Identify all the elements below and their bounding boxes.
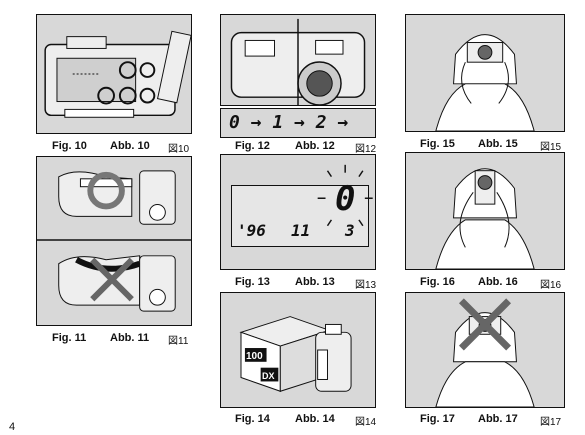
fig13-label: Fig. 13 — [235, 276, 270, 288]
dx-code-label: DX — [262, 371, 275, 381]
lcd-year: '96 — [237, 221, 266, 240]
fig14-kanji: 図14 — [355, 417, 377, 428]
abb16-label: Abb. 16 — [478, 276, 518, 288]
fig10-caption: Fig. 10 — [52, 140, 87, 152]
fig10-label: Fig. 10 — [52, 140, 87, 152]
person-holding-camera-horizontal — [435, 34, 535, 131]
lcd-month: 11 — [291, 221, 311, 240]
fig12-kanji: 図12 — [355, 144, 377, 155]
abb14-label: Abb. 14 — [295, 413, 335, 425]
fig17-illustration — [405, 292, 565, 408]
fig14-label: Fig. 14 — [235, 413, 270, 425]
fig12-counter-strip: 0 → 1 → 2 → ··· — [220, 108, 376, 138]
abb10-label: Abb. 10 — [110, 140, 150, 152]
film-loading-drawing — [37, 157, 191, 312]
fig10-caption-de: Abb. 10 — [110, 140, 150, 152]
lcd-day: 3 — [345, 221, 355, 240]
fig10-kanji: 図10 — [168, 144, 190, 155]
fig15-kanji: 図15 — [540, 142, 562, 153]
blink-rays — [317, 164, 373, 227]
page-number: 4 — [9, 421, 16, 433]
lcd-panel — [231, 185, 369, 247]
camera-open-back-drawing — [44, 30, 191, 118]
fig12-illustration — [220, 14, 376, 106]
fig10-illustration — [36, 14, 192, 134]
fig15-label: Fig. 15 — [420, 138, 455, 150]
fig11-kanji: 図11 — [168, 336, 189, 347]
person-wrong-grip — [435, 298, 535, 407]
abb13-label: Abb. 13 — [295, 276, 335, 288]
fig11-illustration — [36, 156, 192, 326]
person-holding-camera-vertical — [435, 168, 535, 269]
film-box-speed-label: 100 — [246, 351, 263, 362]
film-box-and-canister-drawing — [239, 316, 352, 392]
fig16-illustration — [405, 152, 565, 270]
fig15-illustration — [405, 14, 565, 132]
abb17-label: Abb. 17 — [478, 413, 518, 425]
camera-front-drawing — [230, 18, 366, 105]
fig16-kanji: 図16 — [540, 280, 562, 291]
fig14-illustration: 100 DX — [220, 292, 376, 408]
fig13-illustration: 0 '96 11 3 — [220, 154, 376, 270]
lcd-frame-counter: 0 — [335, 179, 356, 219]
fig17-label: Fig. 17 — [420, 413, 455, 425]
fig12-label: Fig. 12 — [235, 140, 270, 152]
fig11-label: Fig. 11 — [52, 332, 87, 344]
fig17-kanji: 図17 — [540, 417, 562, 428]
abb12-label: Abb. 12 — [295, 140, 335, 152]
fig16-label: Fig. 16 — [420, 276, 455, 288]
abb15-label: Abb. 15 — [478, 138, 518, 150]
abb11-label: Abb. 11 — [110, 332, 150, 344]
fig13-kanji: 図13 — [355, 280, 377, 291]
frame-counter-sequence: 0 → 1 → 2 → ··· — [229, 112, 349, 137]
